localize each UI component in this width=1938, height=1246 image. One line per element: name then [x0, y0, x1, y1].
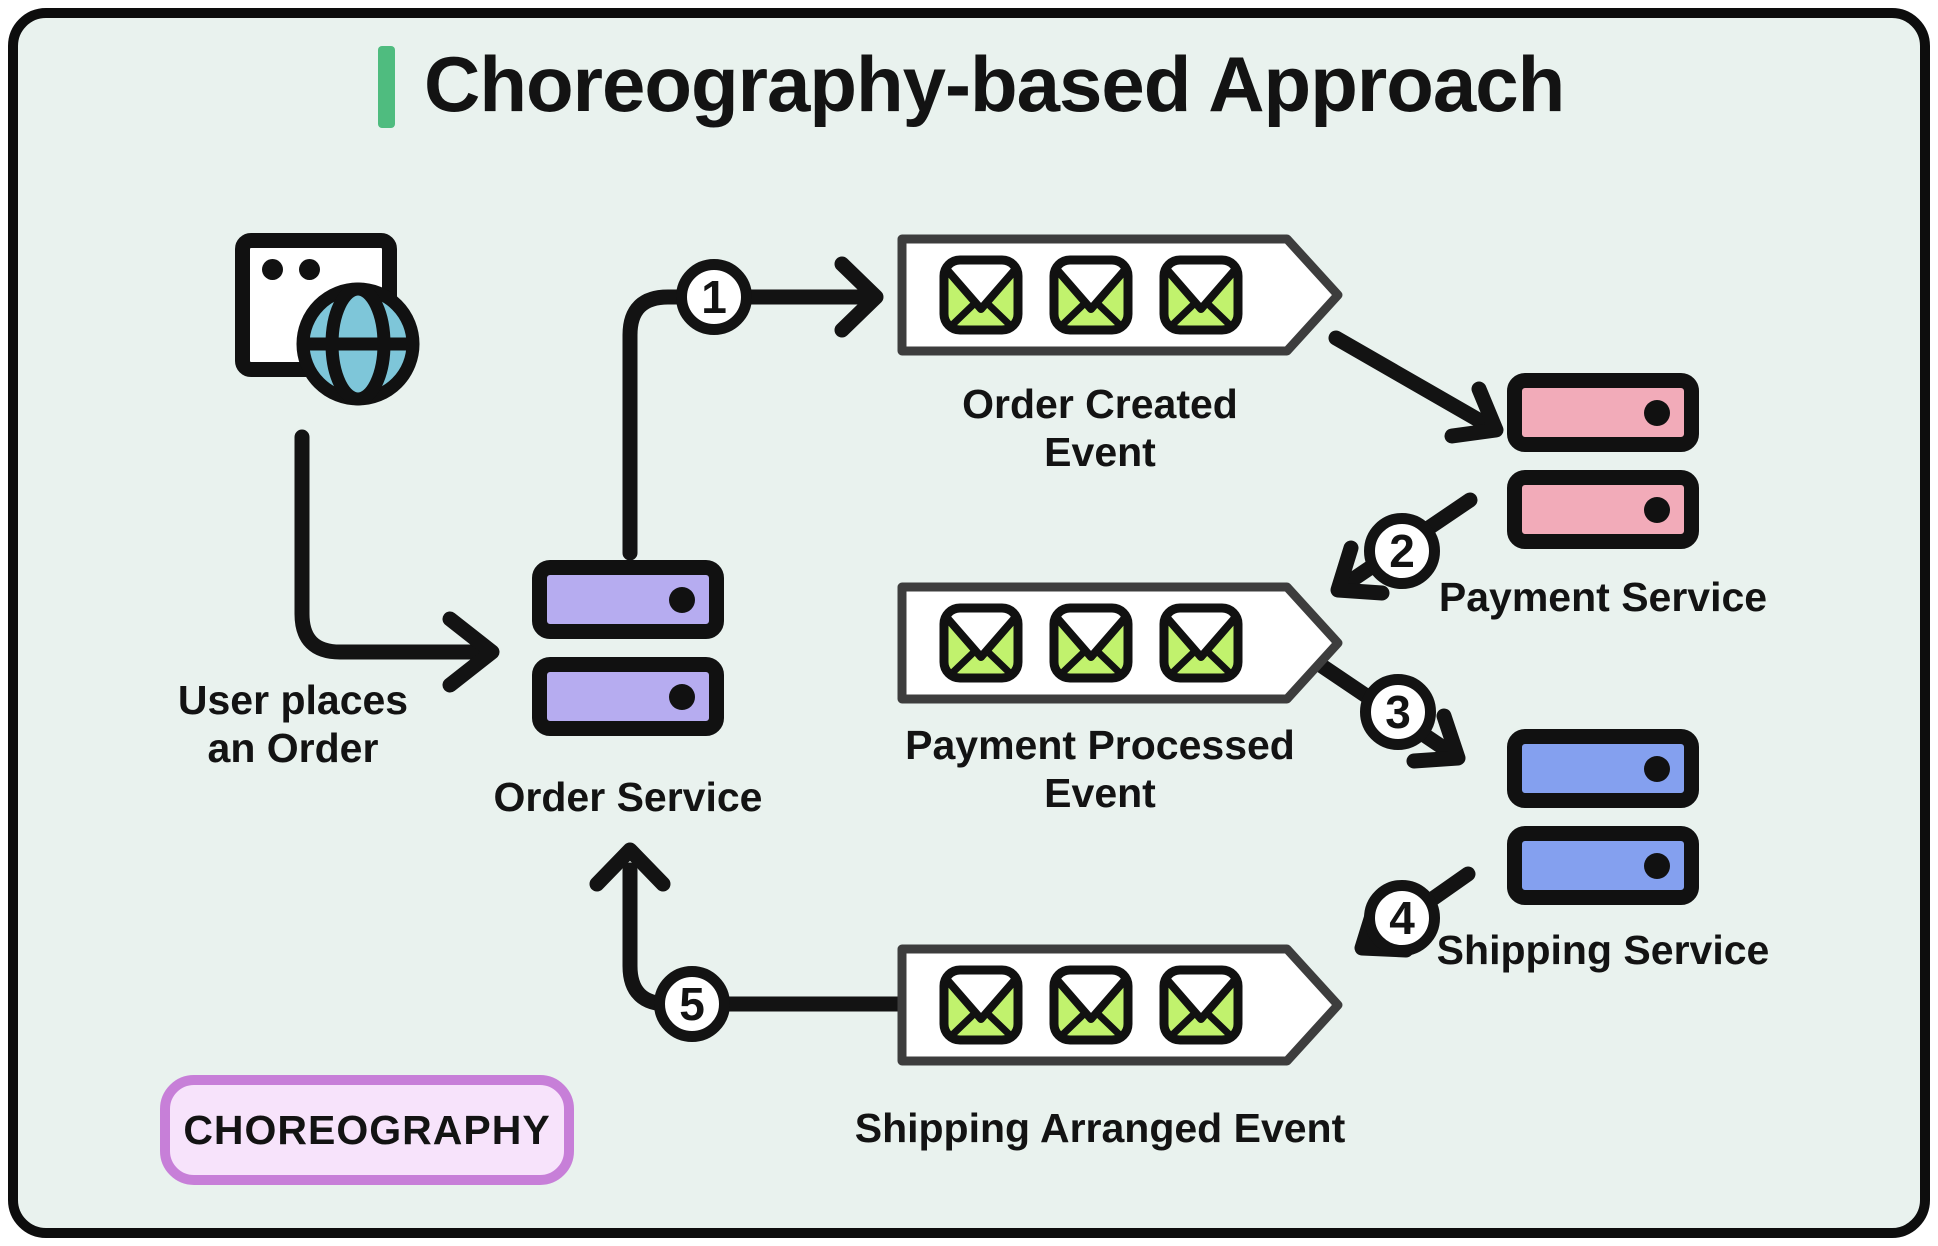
server-icon — [1507, 373, 1699, 452]
order-service-label: Order Service — [493, 774, 763, 820]
envelope-icon — [1049, 965, 1133, 1045]
payment-service-group: Payment Service — [1439, 373, 1767, 620]
window-control-dot — [262, 259, 283, 280]
user-action-label-line1: User places — [177, 677, 409, 723]
envelope-icon — [1049, 255, 1133, 335]
server-icon — [1507, 826, 1699, 905]
shipping-arranged-event-label: Shipping Arranged Event — [854, 1105, 1346, 1151]
shipping-service-label: Shipping Service — [1436, 927, 1770, 973]
server-led-dot — [1644, 852, 1670, 879]
envelope-icon — [1159, 603, 1243, 683]
globe-icon — [296, 282, 420, 406]
envelope-icon — [939, 255, 1023, 335]
server-icon — [1507, 729, 1699, 808]
step-badge-1: 1 — [676, 259, 752, 335]
user-action-label-line2: an Order — [207, 725, 379, 771]
envelope-icon — [1159, 255, 1243, 335]
server-led-dot — [669, 683, 695, 710]
choreography-badge: CHOREOGRAPHY — [160, 1075, 574, 1185]
order-created-event-label-line1: Order Created — [962, 381, 1238, 427]
arrow-shipping-arranged-queue-to-order-service — [589, 842, 906, 1012]
arrow-user-to-order-service — [294, 429, 500, 693]
payment-service-label: Payment Service — [1438, 574, 1768, 620]
choreography-badge-label: CHOREOGRAPHY — [183, 1106, 551, 1153]
step-badge-2: 2 — [1364, 513, 1440, 589]
server-icon — [1507, 470, 1699, 549]
step-badge-4: 4 — [1364, 880, 1440, 956]
envelope-icon — [939, 965, 1023, 1045]
window-control-dot — [299, 259, 320, 280]
payment-processed-event-queue — [895, 580, 1345, 706]
envelope-icon — [939, 603, 1023, 683]
shipping-arranged-event-queue — [895, 942, 1345, 1068]
payment-processed-event-label-line1: Payment Processed — [905, 722, 1295, 768]
step-badge-3: 3 — [1360, 674, 1436, 750]
server-led-dot — [669, 586, 695, 613]
server-led-dot — [1644, 496, 1670, 523]
order-created-event-label-line2: Event — [1044, 429, 1156, 475]
page-title: Choreography-based Approach — [424, 40, 1565, 128]
arrow-order-created-queue-to-payment-service — [1328, 330, 1504, 444]
order-service-group: Order Service — [494, 560, 762, 820]
server-led-dot — [1644, 755, 1670, 782]
shipping-service-group: Shipping Service — [1437, 729, 1769, 973]
envelope-icon — [1159, 965, 1243, 1045]
arrow-order-service-to-order-created-queue — [622, 256, 884, 561]
server-icon — [532, 560, 724, 639]
order-created-event-queue — [895, 232, 1345, 358]
server-icon — [532, 657, 724, 736]
step-badge-5: 5 — [654, 966, 730, 1042]
envelope-icon — [1049, 603, 1133, 683]
payment-processed-event-label-line2: Event — [1044, 770, 1156, 816]
title-accent-bar — [378, 46, 395, 128]
server-led-dot — [1644, 399, 1670, 426]
